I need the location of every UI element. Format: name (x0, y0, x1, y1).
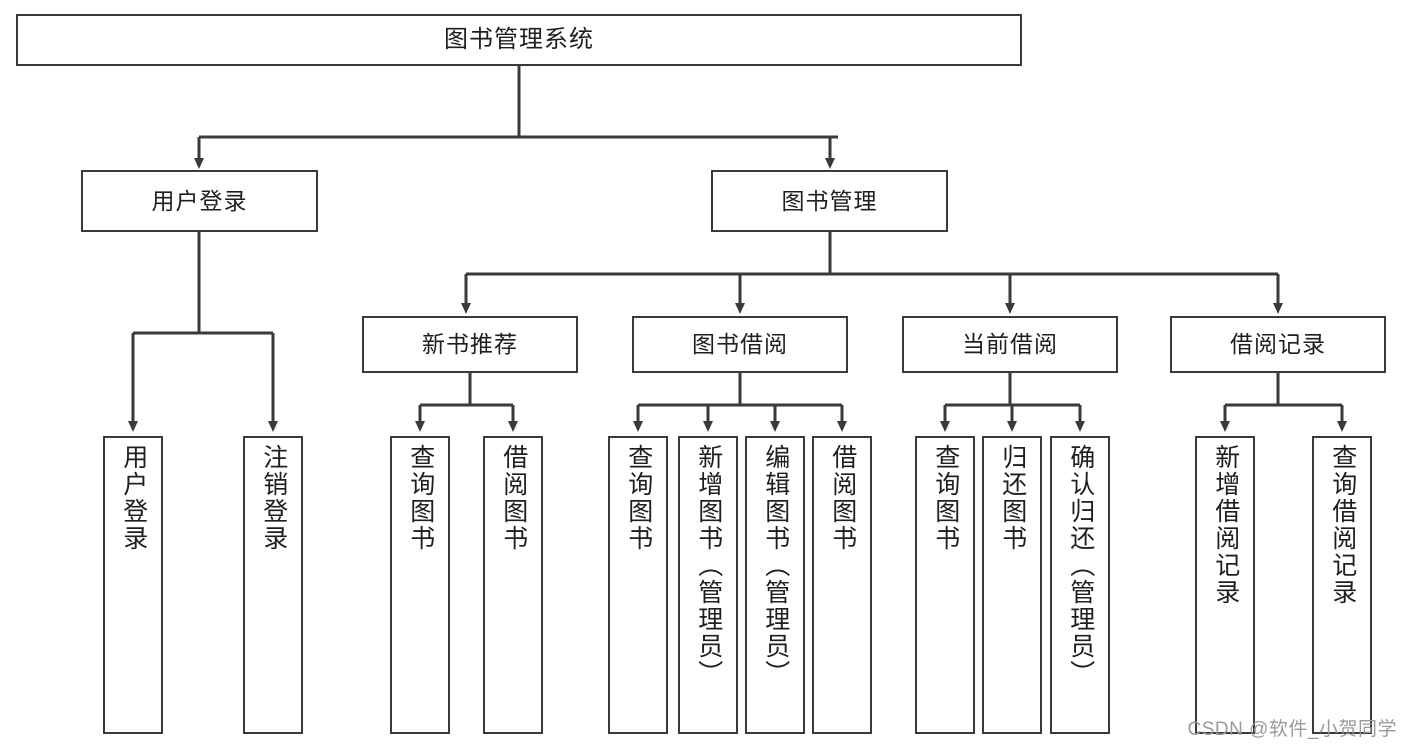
leaf-edit-book-admin-label: 编辑图书（管理员） (761, 444, 790, 687)
node-book-borrow-label: 图书借阅 (692, 331, 788, 358)
leaf-return-book[interactable]: 归还图书 (982, 436, 1042, 734)
leaf-add-borrow-record-label: 新增借阅记录 (1211, 444, 1240, 606)
leaf-add-book-admin-label: 新增图书（管理员） (694, 444, 723, 687)
node-current-borrow[interactable]: 当前借阅 (902, 316, 1118, 373)
leaf-query-book-3-label: 查询图书 (931, 444, 960, 552)
node-root[interactable]: 图书管理系统 (16, 14, 1022, 66)
leaf-return-book-label: 归还图书 (998, 444, 1027, 552)
node-user-login[interactable]: 用户登录 (81, 170, 318, 232)
leaf-user-login[interactable]: 用户登录 (103, 436, 163, 734)
leaf-query-book-2-label: 查询图书 (624, 444, 653, 552)
leaf-query-book-1-label: 查询图书 (406, 444, 435, 552)
node-new-book-recommend[interactable]: 新书推荐 (362, 316, 578, 373)
leaf-query-borrow-record[interactable]: 查询借阅记录 (1312, 436, 1372, 734)
leaf-user-login-label: 用户登录 (119, 444, 148, 552)
node-book-management[interactable]: 图书管理 (711, 170, 948, 232)
leaf-add-book-admin[interactable]: 新增图书（管理员） (678, 436, 738, 734)
leaf-add-borrow-record[interactable]: 新增借阅记录 (1195, 436, 1255, 734)
node-user-login-label: 用户登录 (151, 187, 248, 214)
leaf-query-book-2[interactable]: 查询图书 (608, 436, 668, 734)
leaf-borrow-book-2[interactable]: 借阅图书 (812, 436, 872, 734)
leaf-query-book-1[interactable]: 查询图书 (390, 436, 450, 734)
node-borrow-record[interactable]: 借阅记录 (1170, 316, 1386, 373)
node-borrow-record-label: 借阅记录 (1230, 331, 1326, 358)
leaf-confirm-return-admin-label: 确认归还（管理员） (1066, 444, 1095, 687)
node-new-book-recommend-label: 新书推荐 (422, 331, 518, 358)
leaf-borrow-book-1-label: 借阅图书 (499, 444, 528, 552)
node-book-management-label: 图书管理 (781, 187, 878, 214)
leaf-edit-book-admin[interactable]: 编辑图书（管理员） (745, 436, 805, 734)
leaf-confirm-return-admin[interactable]: 确认归还（管理员） (1050, 436, 1110, 734)
leaf-borrow-book-2-label: 借阅图书 (828, 444, 857, 552)
node-current-borrow-label: 当前借阅 (962, 331, 1058, 358)
leaf-query-borrow-record-label: 查询借阅记录 (1328, 444, 1357, 606)
node-book-borrow[interactable]: 图书借阅 (632, 316, 848, 373)
leaf-logout-login[interactable]: 注销登录 (243, 436, 303, 734)
node-root-label: 图书管理系统 (444, 26, 594, 54)
leaf-logout-login-label: 注销登录 (259, 444, 288, 552)
leaf-borrow-book-1[interactable]: 借阅图书 (483, 436, 543, 734)
leaf-query-book-3[interactable]: 查询图书 (915, 436, 975, 734)
